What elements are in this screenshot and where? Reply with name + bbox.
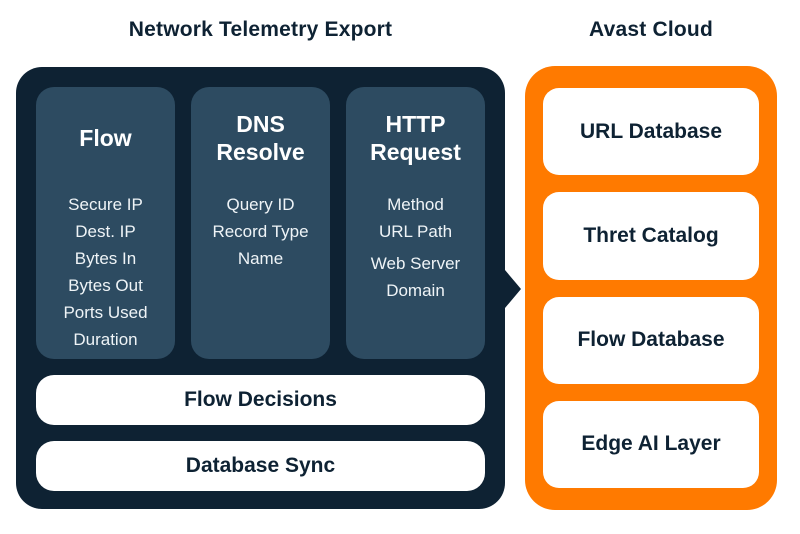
telemetry-columns: Flow Secure IP Dest. IP Bytes In Bytes O… [36,87,485,359]
database-sync-bar: Database Sync [36,441,485,491]
dns-item: Record Type [212,222,309,241]
dns-resolve-card-items: Query ID Record Type Name [199,191,322,272]
cloud-panel-title: Avast Cloud [589,18,713,41]
flow-database-card: Flow Database [543,296,759,384]
http-request-card: HTTP Request Method URL Path Web Server … [346,87,485,359]
http-request-card-title: HTTP Request [370,111,461,165]
flow-item: Bytes In [74,249,137,268]
flow-decisions-bar: Flow Decisions [36,375,485,425]
flow-item: Dest. IP [75,222,136,241]
flow-card: Flow Secure IP Dest. IP Bytes In Bytes O… [36,87,175,359]
dns-item: Name [237,249,284,268]
http-item: Method [387,195,444,214]
flow-item: Duration [73,330,138,349]
telemetry-panel-title: Network Telemetry Export [128,18,393,41]
http-item: Web Server Domain [370,254,461,300]
http-request-card-items: Method URL Path Web Server Domain [354,191,477,304]
flow-card-title: Flow [79,125,132,151]
arrow-right-connector-icon [505,270,521,308]
flow-item: Secure IP [68,195,143,214]
thret-catalog-card: Thret Catalog [543,192,759,280]
telemetry-panel: Flow Secure IP Dest. IP Bytes In Bytes O… [16,67,505,509]
http-item: URL Path [378,222,453,241]
dns-resolve-card: DNS Resolve Query ID Record Type Name [191,87,330,359]
flow-card-items: Secure IP Dest. IP Bytes In Bytes Out Po… [44,191,167,353]
dns-resolve-card-title: DNS Resolve [216,111,305,165]
flow-item: Bytes Out [68,276,143,295]
flow-item: Ports Used [63,303,148,322]
url-database-card: URL Database [543,88,759,176]
edge-ai-layer-card: Edge AI Layer [543,400,759,488]
dns-item: Query ID [226,195,295,214]
cloud-panel: URL Database Thret Catalog Flow Database… [525,66,777,510]
